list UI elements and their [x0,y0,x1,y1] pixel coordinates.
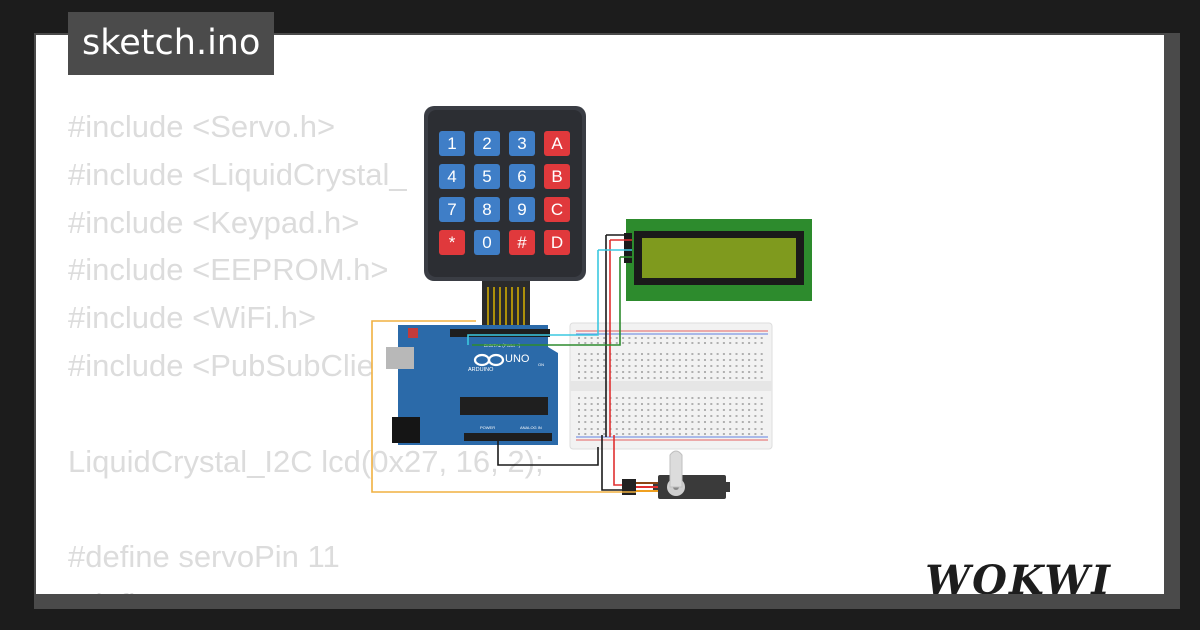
usb-port [386,347,414,369]
power-jack [392,417,420,443]
keypad-key-label: C [551,200,563,219]
on-led-label: ON [538,362,544,367]
keypad-key[interactable]: # [509,230,535,255]
keypad-key-label: 5 [482,167,491,186]
arduino-model-label: UNO [505,353,530,365]
keypad-key-label: 8 [482,200,491,219]
keypad-key-label: * [449,233,456,252]
atmega-chip [460,397,548,415]
preview-card: #include <Servo.h> #include <LiquidCrysta… [36,35,1164,594]
code-line: #include <LiquidCrystal_ [68,156,407,192]
keypad-key[interactable]: A [544,131,570,156]
code-line: #define servoPin 11 [68,539,340,575]
infinity-logo-icon [473,353,505,367]
keypad-key[interactable]: 4 [439,164,465,189]
keypad-key-label: 0 [482,233,491,252]
keypad-key[interactable]: D [544,230,570,255]
reset-button [408,328,418,338]
lcd-display[interactable] [624,219,812,301]
keypad-key[interactable]: 9 [509,197,535,222]
wokwi-logo: WOKWI [925,557,1112,594]
keypad-key[interactable]: 2 [474,131,500,156]
keypad-key[interactable]: 5 [474,164,500,189]
digital-header [450,329,550,337]
wires [371,234,636,493]
power-header-label: POWER [480,425,495,430]
servo-motor[interactable] [622,450,730,499]
power-analog-header [464,433,552,441]
arduino-uno[interactable]: UNO ARDUINO DIGITAL (PWM ~) POWER ANALOG… [386,325,558,445]
keypad-key[interactable]: 0 [474,230,500,255]
breadboard[interactable] [569,322,773,450]
keypad-key[interactable]: 1 [439,131,465,156]
keypad-key-label: A [551,134,563,153]
analog-header-label: ANALOG IN [520,425,542,430]
keypad-key-label: 3 [517,134,526,153]
keypad-key-label: B [551,167,562,186]
code-line: #define [68,581,544,594]
keypad-ribbon [482,281,530,333]
code-line: #include <Keypad.h> [68,204,360,240]
code-line: #include <Servo.h> [68,109,336,144]
circuit-diagram: 1 2 3 A 4 5 6 B 7 8 9 C * 0 # D [371,106,812,499]
code-line: LiquidCrystal_I2C lcd(0x27, 16, 2); [68,443,544,479]
keypad-key[interactable]: B [544,164,570,189]
keypad-key[interactable]: * [439,230,465,255]
keypad-key-label: D [551,233,563,252]
keypad-key[interactable]: 8 [474,197,500,222]
code-line: #include <EEPROM.h> [68,252,389,288]
code-preview: #include <Servo.h> #include <LiquidCrysta… [68,103,544,594]
keypad-key-label: 2 [482,134,491,153]
keypad-4x4[interactable]: 1 2 3 A 4 5 6 B 7 8 9 C * 0 # D [424,106,586,281]
keypad-key[interactable]: 6 [509,164,535,189]
code-line: #include <PubSubClie [68,347,374,383]
keypad-key-label: 9 [517,200,526,219]
keypad-key[interactable]: C [544,197,570,222]
arduino-brand-label: ARDUINO [468,367,494,373]
keypad-key-label: 4 [447,167,456,186]
keypad-key-label: 6 [517,167,526,186]
file-name-tab[interactable]: sketch.ino [68,12,275,75]
keypad-key-label: 1 [447,134,456,153]
code-line: #include <WiFi.h> [68,300,317,336]
keypad-key-label: 7 [447,200,456,219]
keypad-key[interactable]: 7 [439,197,465,222]
keypad-key[interactable]: 3 [509,131,535,156]
keypad-key-label: # [517,233,527,252]
